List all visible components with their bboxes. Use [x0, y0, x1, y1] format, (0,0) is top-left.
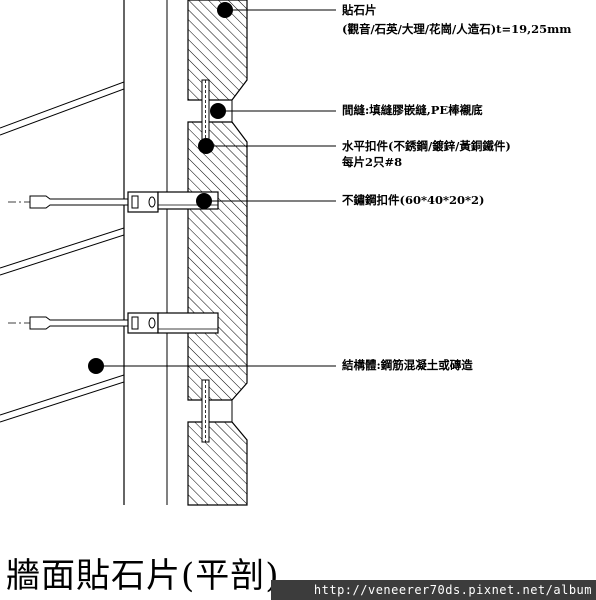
- rebar-lines: [0, 81, 124, 423]
- dot-bracket: [196, 193, 212, 209]
- dot-stone: [217, 2, 233, 18]
- dot-joint: [210, 103, 226, 119]
- label-stone-panel: 貼石片: [342, 3, 377, 17]
- label-stone-panel-detail: (觀音/石英/大理/花崗/人造石)t=19,25mm: [342, 22, 572, 36]
- label-bracket: 不鏽鋼扣件(60*40*20*2): [342, 193, 485, 207]
- stone-panel-top: [187, 0, 248, 101]
- label-structure: 結構體:鋼筋混凝土或磚造: [342, 358, 473, 372]
- stone-panel-bottom: [187, 421, 248, 506]
- drawing-title: 牆面貼石片(平剖): [6, 556, 280, 596]
- leader-dots: [88, 2, 233, 374]
- watermark-bar: http://veneerer70ds.pixnet.net/album: [271, 580, 596, 600]
- anchor-assembly-lower: [8, 312, 219, 334]
- watermark-url: http://veneerer70ds.pixnet.net/album: [313, 583, 592, 597]
- dot-clip: [198, 138, 214, 154]
- stone-panel-middle: [187, 121, 248, 401]
- dot-structure: [88, 358, 104, 374]
- anchor-assembly-upper: [8, 191, 219, 213]
- label-clip: 水平扣件(不銹鋼/鍍鋅/黃銅鐵件): [342, 139, 511, 153]
- label-clip-qty: 每片2只#8: [342, 155, 403, 169]
- leaders: [96, 9, 336, 367]
- label-joint: 間縫:填縫膠嵌縫,PE棒襯底: [342, 103, 483, 117]
